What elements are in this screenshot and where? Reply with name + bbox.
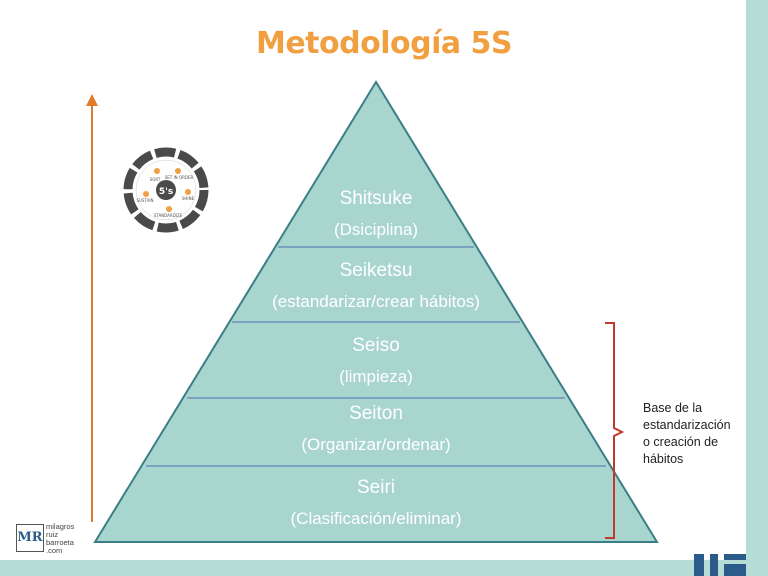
note-line: hábitos (643, 452, 684, 466)
bracket (605, 322, 625, 539)
up-arrow-head (86, 94, 98, 106)
layer-seiton: Seiton (Organizar/ordenar) (226, 402, 526, 457)
layer-shitsuke: Shitsuke (Dsiciplina) (276, 187, 476, 242)
note-line: o creación de (643, 435, 719, 449)
cycle-step-sustain: SUSTAIN (136, 198, 153, 203)
layer-desc: (limpieza) (339, 367, 413, 386)
shine-icon (185, 189, 191, 195)
logo-text: milagros ruiz barroeta .com (46, 523, 96, 555)
logo-line: milagros (46, 522, 75, 531)
pyramid-shape (93, 80, 659, 543)
layer-name: Seiketsu (339, 260, 413, 281)
cycle-step-standardize: STANDARDIZE (154, 213, 183, 218)
logo-line: barroeta (46, 538, 74, 547)
layer-desc: (Dsiciplina) (333, 220, 419, 239)
layer-name: Seiri (356, 477, 395, 498)
bottom-accent-bar (0, 560, 768, 576)
five-s-cycle-graphic: 5's SORT SET IN ORDER SHINE STANDARDIZE … (123, 147, 209, 233)
cycle-step-shine: SHINE (182, 196, 195, 201)
layer-seiri: Seiri (Clasificación/eliminar) (226, 476, 526, 531)
slide-title: Metodología 5S (255, 26, 513, 61)
sustain-icon (143, 191, 149, 197)
layer-seiketsu: Seiketsu (estandarizar/crear hábitos) (226, 259, 526, 314)
corner-decoration (694, 554, 746, 576)
logo-line: ruiz (46, 530, 59, 539)
note-line: Base de la (643, 401, 703, 415)
cycle-step-set-in-order: SET IN ORDER (165, 175, 194, 180)
cycle-center-label: 5's (159, 187, 173, 197)
logo-line: .com (46, 546, 63, 555)
bracket-note: Base de la estandarización o creación de… (643, 400, 753, 468)
sort-icon (154, 168, 160, 174)
set-in-order-icon (175, 168, 181, 174)
layer-desc: (estandarizar/crear hábitos) (272, 292, 480, 311)
layer-desc: (Organizar/ordenar) (301, 435, 451, 454)
standardize-icon (166, 206, 172, 212)
layer-seiso: Seiso (limpieza) (276, 334, 476, 389)
logo-mark: MR (16, 524, 44, 552)
layer-name: Seiso (352, 335, 400, 356)
cycle-step-sort: SORT (150, 177, 161, 182)
note-line: estandarización (643, 418, 731, 432)
right-accent-bar (746, 0, 768, 576)
layer-name: Seiton (349, 403, 403, 424)
layer-desc: (Clasificación/eliminar) (290, 509, 462, 528)
layer-name: Shitsuke (339, 188, 413, 209)
